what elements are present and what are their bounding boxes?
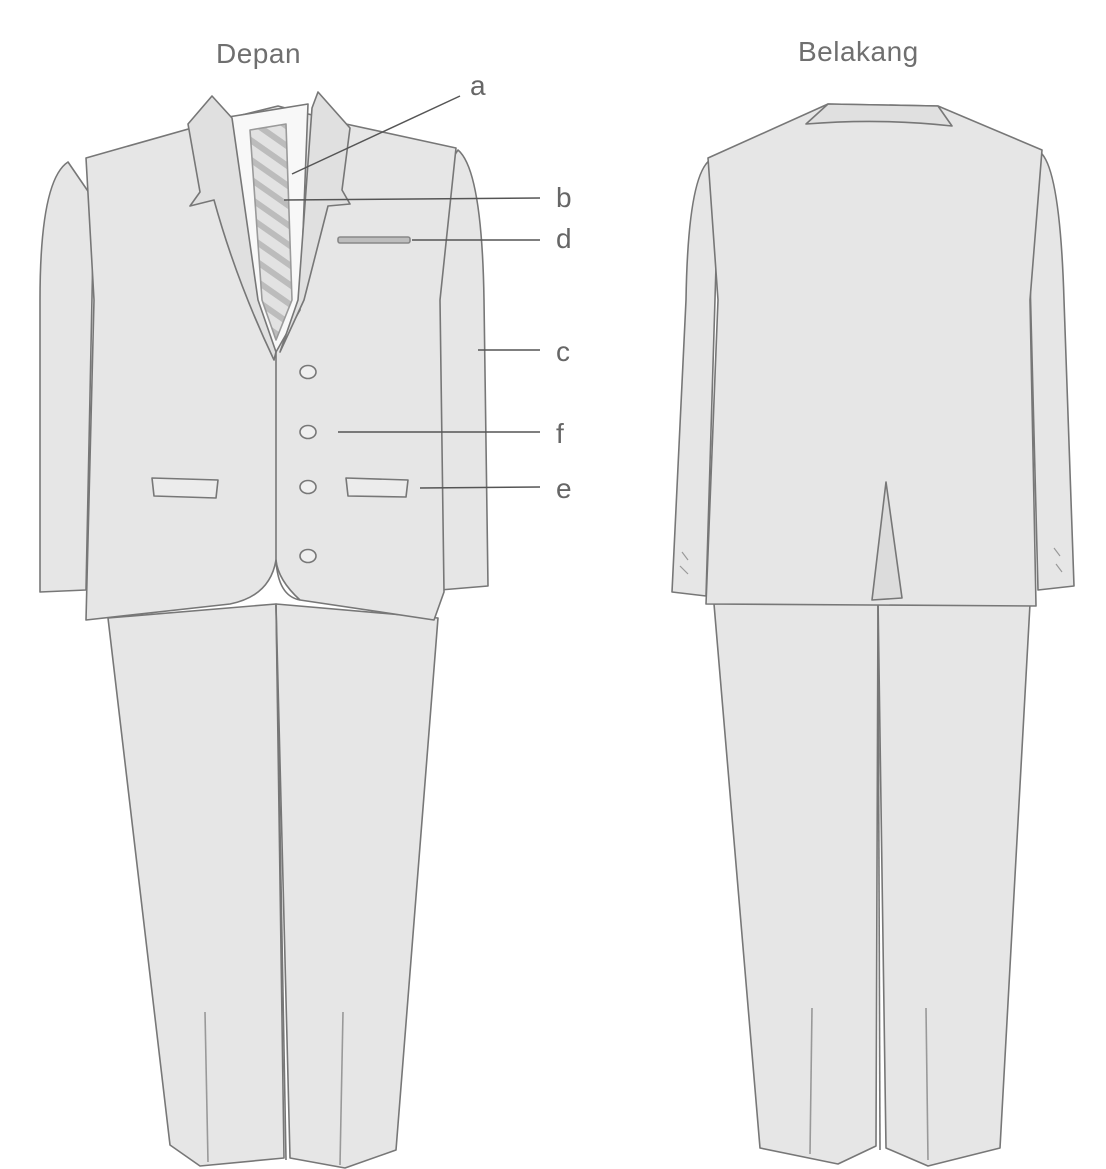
callout-e: e	[556, 475, 572, 503]
callout-f: f	[556, 420, 564, 448]
back-jacket-body	[706, 104, 1042, 606]
callout-c: c	[556, 338, 570, 366]
front-left-sleeve	[40, 162, 94, 592]
front-breast-pocket	[338, 237, 410, 243]
callout-b: b	[556, 184, 572, 212]
front-button-1	[300, 366, 316, 379]
back-trousers	[714, 598, 1030, 1166]
front-view	[40, 92, 488, 1168]
back-view	[672, 104, 1074, 1166]
back-right-leg	[878, 598, 1030, 1166]
front-left-pocket	[152, 478, 218, 498]
front-button-2	[300, 426, 316, 439]
front-button-3	[300, 481, 316, 494]
back-left-leg	[714, 598, 878, 1164]
front-left-leg	[108, 604, 284, 1166]
front-right-leg	[276, 604, 438, 1168]
front-right-pocket	[346, 478, 408, 497]
callout-a: a	[470, 72, 486, 100]
callout-d: d	[556, 225, 572, 253]
front-button-4	[300, 550, 316, 563]
front-trousers	[108, 604, 438, 1168]
callout-line-e	[420, 487, 540, 488]
